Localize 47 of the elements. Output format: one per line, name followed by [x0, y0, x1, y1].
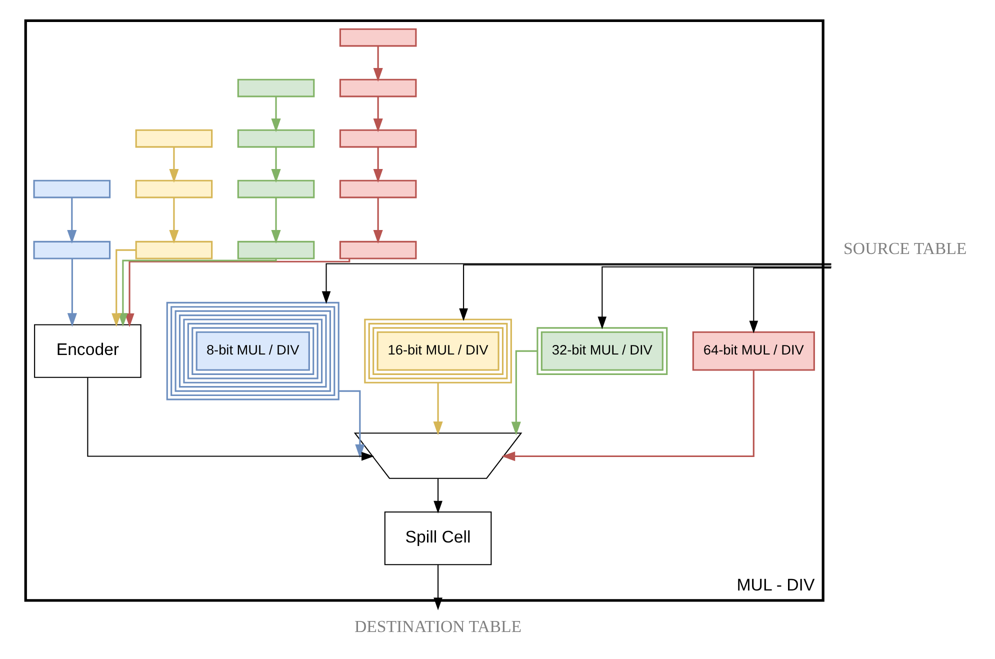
- arrow: [321, 263, 831, 304]
- arrow: [458, 264, 831, 322]
- arrow: [510, 350, 537, 436]
- arrow: [86, 378, 374, 461]
- node-box: [32, 180, 110, 198]
- node-box: [134, 180, 212, 198]
- node-box: [338, 78, 416, 98]
- node-box: [236, 180, 314, 198]
- arrow: [66, 258, 76, 327]
- node-box: [32, 240, 110, 260]
- node-box: [338, 129, 416, 148]
- arrow: [270, 198, 280, 244]
- arrow: [118, 258, 276, 327]
- arrow: [168, 198, 178, 244]
- arrow: [168, 147, 178, 183]
- node-box: 8-bit MUL / DIV: [166, 302, 339, 400]
- arrow: [372, 96, 382, 132]
- arrow: [66, 198, 76, 244]
- arrow: [432, 382, 442, 436]
- node-box: [338, 28, 416, 47]
- arrow: [500, 370, 754, 462]
- arrow: [597, 266, 831, 330]
- arrow: [124, 258, 350, 328]
- node-box: [236, 78, 314, 98]
- arrow: [372, 198, 382, 244]
- node-box: [134, 240, 212, 260]
- arrow: [270, 96, 280, 132]
- arrow: [372, 46, 382, 82]
- node-text: DESTINATION TABLE: [354, 616, 522, 636]
- node-text: SOURCE TABLE: [843, 239, 966, 258]
- node-box: [338, 180, 416, 198]
- arrow: [372, 147, 382, 183]
- arrow: [748, 267, 831, 334]
- node-box: Encoder: [34, 324, 141, 378]
- arrow: [433, 478, 442, 514]
- node-box: Spill Cell: [384, 512, 492, 566]
- arrow: [338, 390, 364, 458]
- arrow: [433, 564, 442, 610]
- node-box: 64-bit MUL / DIV: [692, 331, 814, 371]
- node-box: [338, 240, 416, 260]
- arrow: [111, 249, 136, 327]
- node-box: 32-bit MUL / DIV: [536, 327, 668, 375]
- node-box: 16-bit MUL / DIV: [364, 318, 512, 384]
- node-box: [236, 240, 314, 260]
- arrow: [270, 147, 280, 183]
- node-box: [134, 129, 212, 148]
- node-box: [236, 129, 314, 148]
